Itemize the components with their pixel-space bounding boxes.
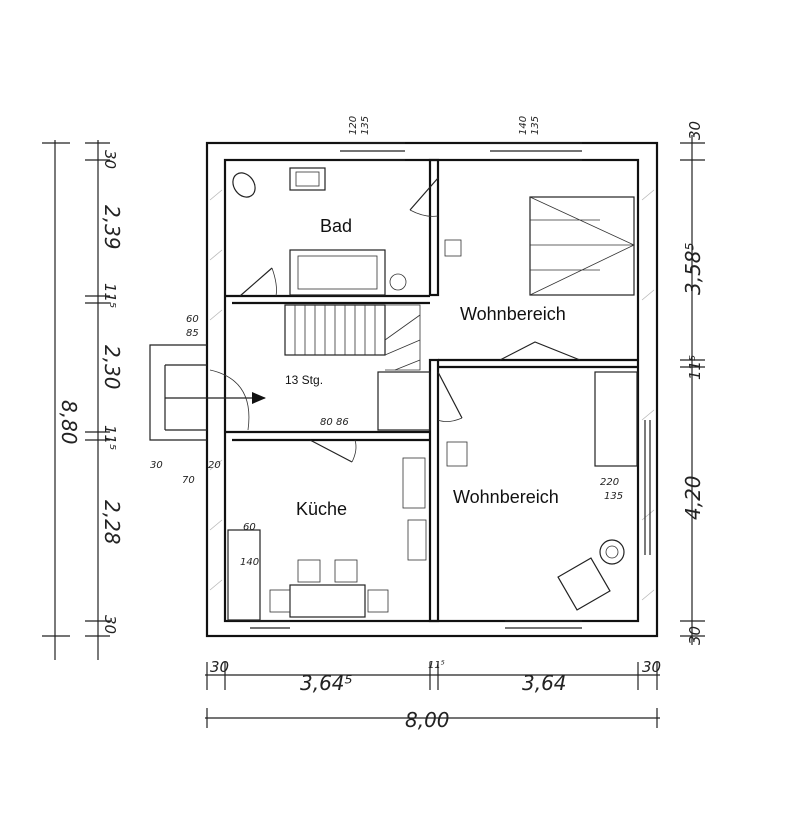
dim-left-bottom-wall: 30 bbox=[101, 615, 119, 634]
dim-right-span2: 4,20 bbox=[681, 475, 705, 520]
dim-right-top-wall: 30 bbox=[686, 121, 704, 140]
wardrobe bbox=[529, 196, 635, 296]
room-label-wohnbereich-top: Wohnbereich bbox=[460, 304, 566, 324]
room-label-kueche: Küche bbox=[296, 499, 347, 519]
window-wohn-width: 140 bbox=[518, 116, 529, 135]
window-bottom-right bbox=[505, 620, 582, 629]
dim-left-total: 8,80 bbox=[57, 400, 81, 445]
window-wohn2-width: 220 bbox=[600, 477, 619, 488]
dim-bottom-mid-wall: 11⁵ bbox=[428, 660, 445, 671]
entry-height: 70 bbox=[182, 475, 195, 486]
window-top-wohn bbox=[490, 142, 582, 161]
interior-walls bbox=[225, 158, 638, 623]
dimension-left: 8,80 30 2,39 11⁵ 2,30 11⁵ 2,28 30 bbox=[42, 140, 124, 660]
opening-annotations: 120 135 140 135 220 135 60 85 80 86 30 7… bbox=[150, 116, 623, 568]
window-bad-width: 120 bbox=[348, 116, 359, 135]
stairs-label: 13 Stg. bbox=[285, 373, 323, 387]
dim-bottom-right-wall: 30 bbox=[642, 658, 661, 676]
door-flur-width: 60 bbox=[186, 314, 199, 325]
dimension-right: 30 3,58⁵ 11⁵ 4,20 30 bbox=[680, 121, 705, 645]
radiator-mid bbox=[446, 441, 468, 467]
dim-left-top-wall: 30 bbox=[101, 150, 119, 169]
window-wohn2-height: 135 bbox=[604, 491, 623, 502]
kueche-window-width: 60 bbox=[243, 522, 256, 533]
dim-left-wall1: 11⁵ bbox=[101, 283, 119, 308]
outer-walls bbox=[205, 141, 659, 638]
entrance bbox=[149, 344, 266, 441]
armchair bbox=[557, 539, 625, 611]
door-bad bbox=[239, 267, 277, 297]
door-kueche bbox=[309, 439, 357, 463]
window-wohn-height: 135 bbox=[530, 116, 541, 135]
dim-right-bottom-wall: 30 bbox=[686, 626, 704, 645]
door-flur-height: 85 bbox=[186, 328, 199, 339]
dim-bottom-total: 8,00 bbox=[405, 708, 450, 732]
dim-left-span3: 2,28 bbox=[100, 500, 124, 545]
window-bad-height: 135 bbox=[360, 116, 371, 135]
dim-bottom-right-span: 3,64 bbox=[522, 671, 567, 695]
window-top-bad bbox=[340, 142, 405, 161]
bathroom-fixtures bbox=[232, 167, 407, 296]
window-bottom-left bbox=[250, 620, 290, 629]
dim-left-span1: 2,39 bbox=[100, 205, 124, 250]
dimension-bottom: 30 3,64⁵ 11⁵ 3,64 30 8,00 bbox=[205, 658, 661, 732]
bed bbox=[594, 371, 638, 467]
door-wohn-bottom bbox=[437, 371, 463, 422]
door-wohn-mid bbox=[499, 341, 581, 361]
room-label-bad: Bad bbox=[320, 216, 352, 236]
dim-bottom-left-wall: 30 bbox=[210, 658, 229, 676]
window-right bbox=[644, 420, 651, 555]
door-kueche-width: 80 bbox=[320, 417, 333, 428]
door-wohn-top bbox=[409, 177, 439, 217]
dim-left-wall2: 11⁵ bbox=[101, 425, 119, 450]
dim-bottom-left-span: 3,64⁵ bbox=[300, 671, 353, 695]
room-label-wohnbereich-bottom: Wohnbereich bbox=[453, 487, 559, 507]
dim-right-span1: 3,58⁵ bbox=[681, 242, 705, 295]
entry-width: 30 bbox=[150, 460, 163, 471]
dim-left-span2: 2,30 bbox=[100, 345, 124, 390]
kueche-window-height: 140 bbox=[240, 557, 259, 568]
radiator-top bbox=[444, 239, 462, 257]
entry-depth: 20 bbox=[208, 460, 221, 471]
dim-right-wall1: 11⁵ bbox=[686, 355, 704, 380]
door-kueche-height: 86 bbox=[336, 417, 349, 428]
staircase bbox=[284, 304, 431, 431]
kitchen-fixtures bbox=[227, 457, 427, 621]
